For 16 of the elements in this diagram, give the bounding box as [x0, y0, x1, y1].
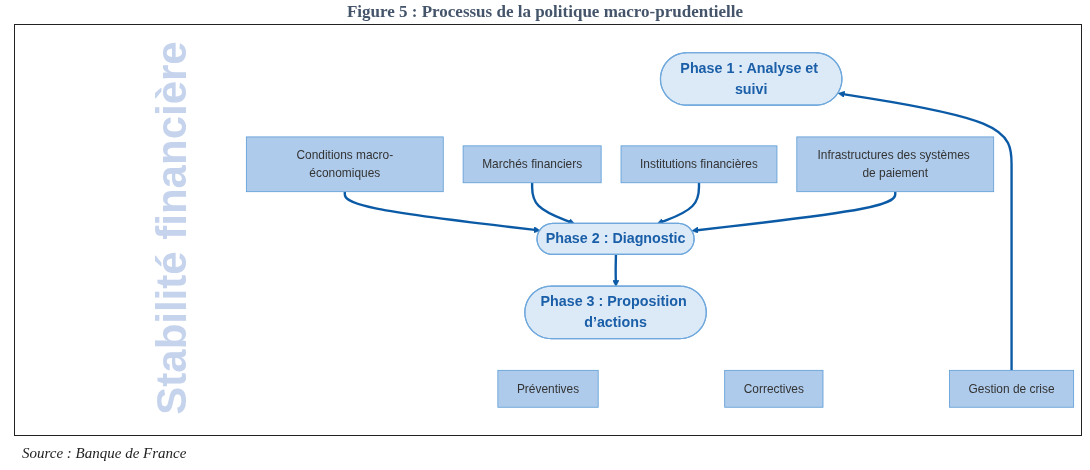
arrow	[343, 191, 541, 234]
node-box: Institutions financières	[620, 145, 778, 184]
node-box: Marchés financiers	[462, 145, 602, 184]
arrow	[837, 90, 1013, 371]
node-box: Préventives	[497, 369, 599, 408]
node-box: Gestion de crise	[949, 369, 1075, 408]
figure-title: Figure 5 : Processus de la politique macro-prudentielle	[345, 2, 745, 22]
arrow	[656, 182, 701, 225]
arrow	[691, 191, 897, 234]
node-box: Correctives	[724, 369, 824, 408]
node-box: Conditions macro-économiques	[245, 136, 444, 193]
arrow	[612, 254, 620, 287]
side-label: Stabilité financière	[148, 41, 196, 415]
node-box: Infrastructures des systèmes de paiement	[796, 136, 995, 193]
arrow	[530, 182, 576, 225]
source-caption: Source : Banque de France	[22, 445, 187, 462]
